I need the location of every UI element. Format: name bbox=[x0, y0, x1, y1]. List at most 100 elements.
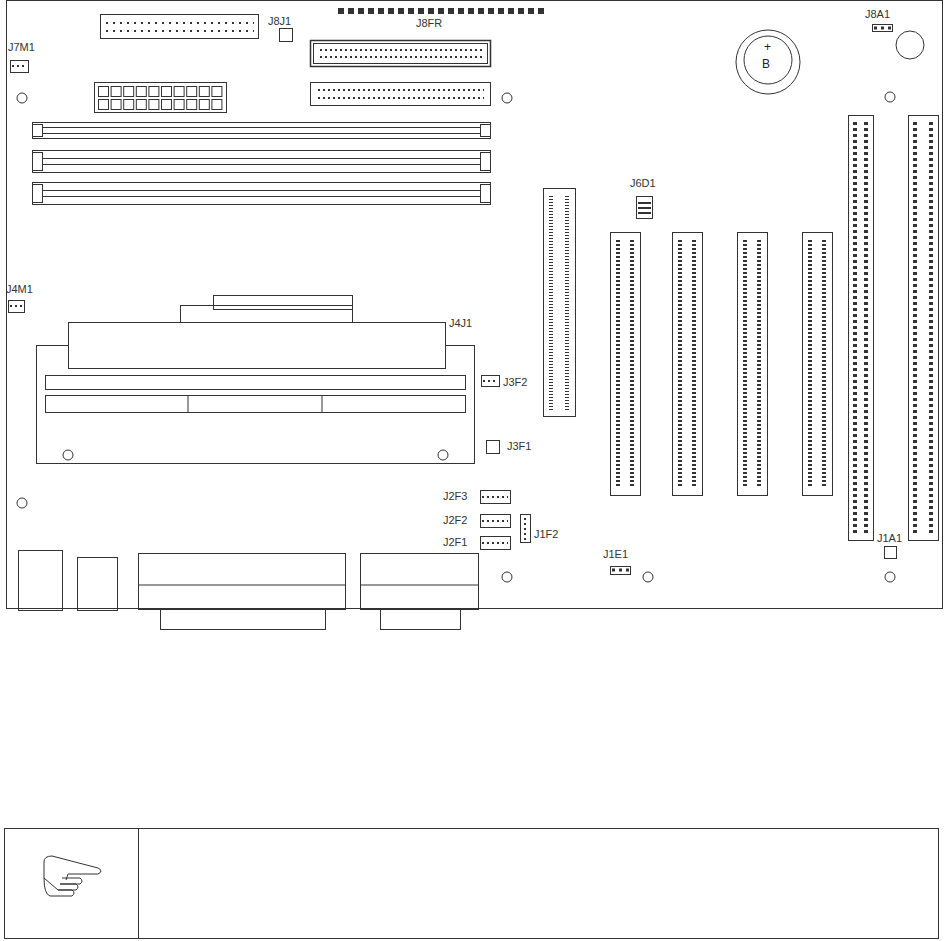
slot-rail bbox=[46, 376, 466, 390]
pin-row bbox=[678, 240, 682, 488]
pin-row bbox=[913, 122, 917, 534]
dimm-slot-inner bbox=[43, 128, 481, 134]
pin-row bbox=[853, 122, 857, 534]
mounting-hole bbox=[502, 572, 512, 582]
pin-row bbox=[320, 56, 482, 58]
header bbox=[481, 515, 511, 528]
power-pin bbox=[149, 87, 159, 97]
battery bbox=[736, 30, 800, 94]
part-label: J6D1 bbox=[630, 177, 656, 189]
part-label: J1A1 bbox=[877, 532, 902, 544]
header bbox=[521, 515, 531, 543]
dimm-slot bbox=[33, 183, 491, 205]
pointing-hand-icon bbox=[44, 856, 101, 896]
power-pin bbox=[149, 100, 159, 110]
pin-row bbox=[338, 8, 548, 14]
pin-row bbox=[692, 240, 696, 488]
port bbox=[19, 551, 63, 611]
part-label: B bbox=[762, 58, 770, 71]
mounting-hole bbox=[643, 572, 653, 582]
part-label: J8A1 bbox=[865, 8, 890, 20]
ide-connector bbox=[311, 83, 491, 106]
power-pin bbox=[199, 87, 209, 97]
mounting-hole bbox=[438, 450, 448, 460]
pin-row bbox=[482, 542, 508, 544]
ide-connector-inner bbox=[314, 44, 488, 64]
part-label: J8J1 bbox=[268, 15, 291, 27]
part-label: J2F1 bbox=[443, 536, 467, 548]
dimm-slot-inner bbox=[43, 191, 481, 197]
part-label: J8FR bbox=[416, 17, 442, 29]
power-pin bbox=[124, 100, 134, 110]
slot-rail bbox=[46, 396, 466, 413]
cpu-cartridge bbox=[69, 323, 446, 369]
power-pin bbox=[99, 100, 109, 110]
pin-row bbox=[483, 380, 497, 382]
port bbox=[78, 558, 118, 611]
pin-row bbox=[318, 89, 484, 91]
part-label: J2F3 bbox=[443, 490, 467, 502]
jumper-line bbox=[638, 207, 651, 209]
pin-row bbox=[757, 240, 761, 488]
buzzer bbox=[896, 31, 924, 59]
jumper bbox=[280, 29, 293, 42]
power-pin bbox=[212, 100, 222, 110]
cpu-cartridge bbox=[214, 296, 353, 310]
mounting-hole bbox=[17, 93, 27, 103]
port bbox=[361, 554, 479, 610]
pin-row bbox=[874, 27, 892, 30]
pin-row bbox=[565, 196, 569, 410]
port bbox=[381, 610, 461, 630]
jumper bbox=[873, 25, 893, 32]
power-pin bbox=[124, 87, 134, 97]
power-pin bbox=[111, 87, 121, 97]
pin-row bbox=[549, 196, 553, 410]
pin-row bbox=[612, 569, 630, 572]
mounting-hole bbox=[885, 572, 895, 582]
note-divider bbox=[138, 829, 139, 939]
cpu-cartridge bbox=[181, 306, 353, 323]
mounting-hole bbox=[885, 92, 895, 102]
floppy-header bbox=[101, 15, 259, 39]
pci-slot bbox=[803, 233, 833, 496]
power-pin bbox=[136, 100, 146, 110]
jumper-line bbox=[638, 212, 651, 214]
pin-row bbox=[106, 30, 254, 32]
pin-row bbox=[864, 122, 868, 534]
port bbox=[161, 610, 326, 630]
pin-row bbox=[524, 518, 526, 540]
part-label: J4M1 bbox=[6, 283, 33, 295]
pin-row bbox=[10, 305, 22, 307]
jumper-line bbox=[638, 202, 651, 204]
pin-row bbox=[630, 240, 634, 488]
pin-row bbox=[808, 240, 812, 488]
slot-latch bbox=[481, 153, 491, 171]
power-pin bbox=[99, 87, 109, 97]
part-label: J7M1 bbox=[8, 41, 35, 53]
power-pin bbox=[111, 100, 121, 110]
slot-latch bbox=[481, 185, 491, 203]
jumper bbox=[885, 547, 897, 559]
part-label: J3F2 bbox=[503, 376, 527, 388]
pci-slot bbox=[673, 233, 703, 496]
port bbox=[139, 554, 346, 610]
pci-slot bbox=[611, 233, 641, 496]
pin-row bbox=[318, 97, 484, 99]
power-pin bbox=[174, 100, 184, 110]
port-divider bbox=[139, 585, 346, 586]
pin-row bbox=[482, 496, 508, 498]
power-pin bbox=[187, 100, 197, 110]
part-label: + bbox=[764, 41, 771, 54]
mounting-hole bbox=[17, 498, 27, 508]
header bbox=[481, 537, 511, 550]
dimm-slot bbox=[33, 151, 491, 173]
dimm-slot-inner bbox=[43, 159, 481, 165]
fan-header bbox=[487, 441, 500, 454]
fan-header bbox=[9, 301, 25, 313]
note-box bbox=[5, 829, 939, 939]
power-pin bbox=[136, 87, 146, 97]
part-label: J4J1 bbox=[449, 317, 472, 329]
slot-key bbox=[322, 396, 323, 413]
pin-row bbox=[822, 240, 826, 488]
